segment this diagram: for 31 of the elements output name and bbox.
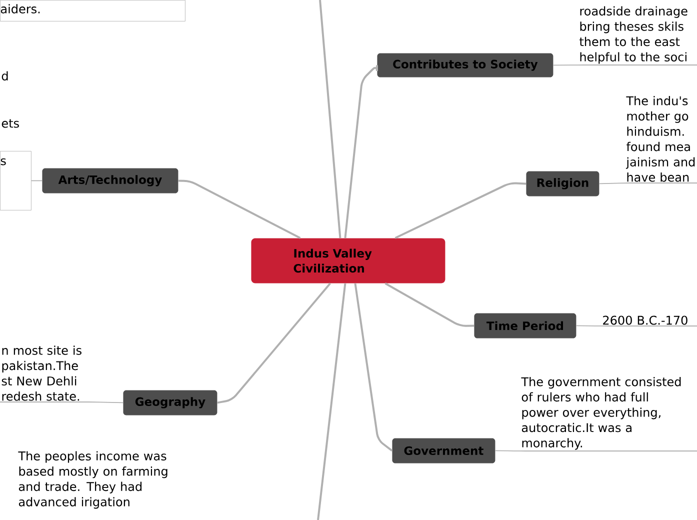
- connector-line: [217, 282, 331, 404]
- connector-line: [0, 402, 124, 404]
- topic-box: Geography: [123, 390, 218, 416]
- note-box: aiders.: [0, 0, 186, 22]
- topic-box: Government: [392, 438, 496, 464]
- note-text: The peoples income was based mostly on farming and trade. They had advanced irigation: [18, 451, 168, 509]
- central-topic-box: Indus Valley Civilization: [251, 238, 446, 284]
- note-text: d: [2, 71, 8, 80]
- topic-box: Contributes to Society: [377, 53, 554, 78]
- connector-line: [494, 450, 697, 452]
- connector-line: [344, 65, 378, 238]
- note-text: 2600 B.C.-170: [603, 316, 688, 325]
- note-box: s: [0, 151, 32, 210]
- connector-line: [384, 282, 474, 327]
- note-text: ets: [2, 119, 19, 128]
- connector-line: [317, 283, 346, 520]
- connector-line: [178, 180, 301, 239]
- note-text: roadside drainage bring theses skils them to the east helpful to the soci: [580, 6, 688, 64]
- connector-line: [552, 64, 697, 66]
- topic-box: Time Period: [474, 313, 576, 338]
- note-text: The government consisted of rulers who had full power over everything, autocratic.It was a monarchy.: [521, 376, 681, 450]
- note-text: n most site is pakistan.The st New Dehli redesh state.: [2, 346, 82, 401]
- connector-line: [598, 182, 697, 184]
- topic-box: Religion: [526, 171, 600, 196]
- topic-box: Arts/Technology: [42, 168, 178, 194]
- note-text: The indu's mother go hinduism. found mea jainism and have bean: [626, 96, 695, 182]
- connector-line: [30, 180, 42, 182]
- connector-line: [319, 0, 342, 238]
- connector-line: [576, 325, 697, 326]
- connector-line: [354, 283, 393, 452]
- connector-line: [394, 182, 526, 239]
